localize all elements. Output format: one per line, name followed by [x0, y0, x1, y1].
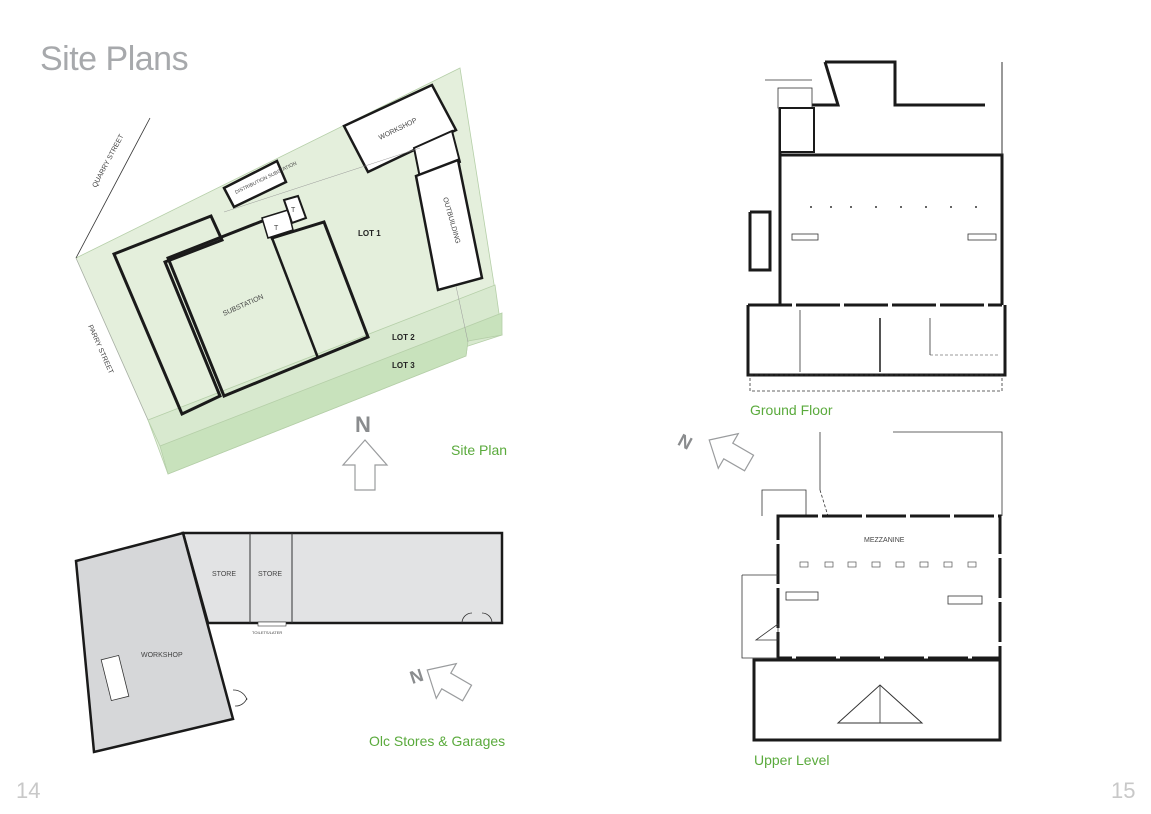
north-arrow-label: N — [355, 412, 371, 437]
gf-north-label: N — [675, 430, 696, 454]
stores-caption: Olc Stores & Garages — [369, 733, 506, 749]
store-1-label: STORE — [212, 571, 236, 578]
small-annex-label: TOILETS/LATER — [252, 630, 282, 635]
transformer-2-label: T — [291, 207, 296, 214]
stores-north-arrow-icon — [426, 662, 473, 702]
page-number-right: 15 — [1111, 778, 1136, 803]
store-2-label: STORE — [258, 571, 282, 578]
transformer-1-label: T — [274, 225, 279, 232]
lot-1-label: LOT 1 — [358, 229, 381, 238]
transformer-2 — [282, 194, 308, 225]
transformer-1 — [261, 209, 294, 239]
upper-level-hall — [752, 658, 1002, 742]
quarry-street-label: QUARRY STREET — [92, 133, 126, 189]
workshop-building — [342, 83, 458, 174]
stores-plan: STORE STORE WORKSHOP TOILETS/LATER N — [74, 531, 504, 754]
outbuilding — [414, 158, 484, 292]
lot-3-label: LOT 3 — [392, 361, 415, 370]
gf-wall-north — [780, 153, 1004, 305]
mezzanine-room — [776, 514, 1002, 660]
upper-level-caption: Upper Level — [754, 752, 830, 768]
quarry-street-line — [75, 117, 151, 259]
stores-north-label: N — [407, 665, 426, 688]
stores-block — [181, 531, 504, 625]
site-plan-caption: Site Plan — [451, 442, 508, 458]
ground-floor-plan: N — [675, 60, 1007, 472]
distribution-substation — [222, 159, 288, 209]
mezzanine-label: MEZZANINE — [864, 537, 905, 544]
stair-icon — [100, 654, 130, 702]
lot-2-label: LOT 2 — [392, 333, 415, 342]
parry-street-line — [75, 257, 149, 421]
ground-floor-caption: Ground Floor — [750, 402, 833, 418]
site-plan: QUARRY STREET PARRY STREET WORKSHOP DIST… — [75, 67, 503, 491]
page-title: Site Plans — [40, 40, 189, 78]
page-number-left: 14 — [16, 778, 41, 803]
gf-north-arrow-icon — [708, 432, 755, 472]
upper-level-plan: MEZZANINE — [741, 431, 1003, 742]
stores-workshop-label: WORKSHOP — [141, 652, 183, 659]
building-west — [112, 214, 225, 417]
north-arrow-icon — [341, 439, 389, 491]
